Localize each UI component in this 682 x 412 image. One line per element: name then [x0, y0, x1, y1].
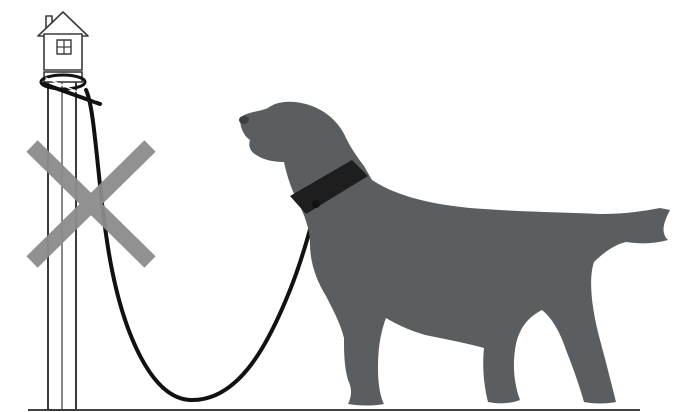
- collar-buckle: [312, 200, 320, 208]
- house-icon: [38, 12, 88, 70]
- dog-nose: [239, 116, 249, 124]
